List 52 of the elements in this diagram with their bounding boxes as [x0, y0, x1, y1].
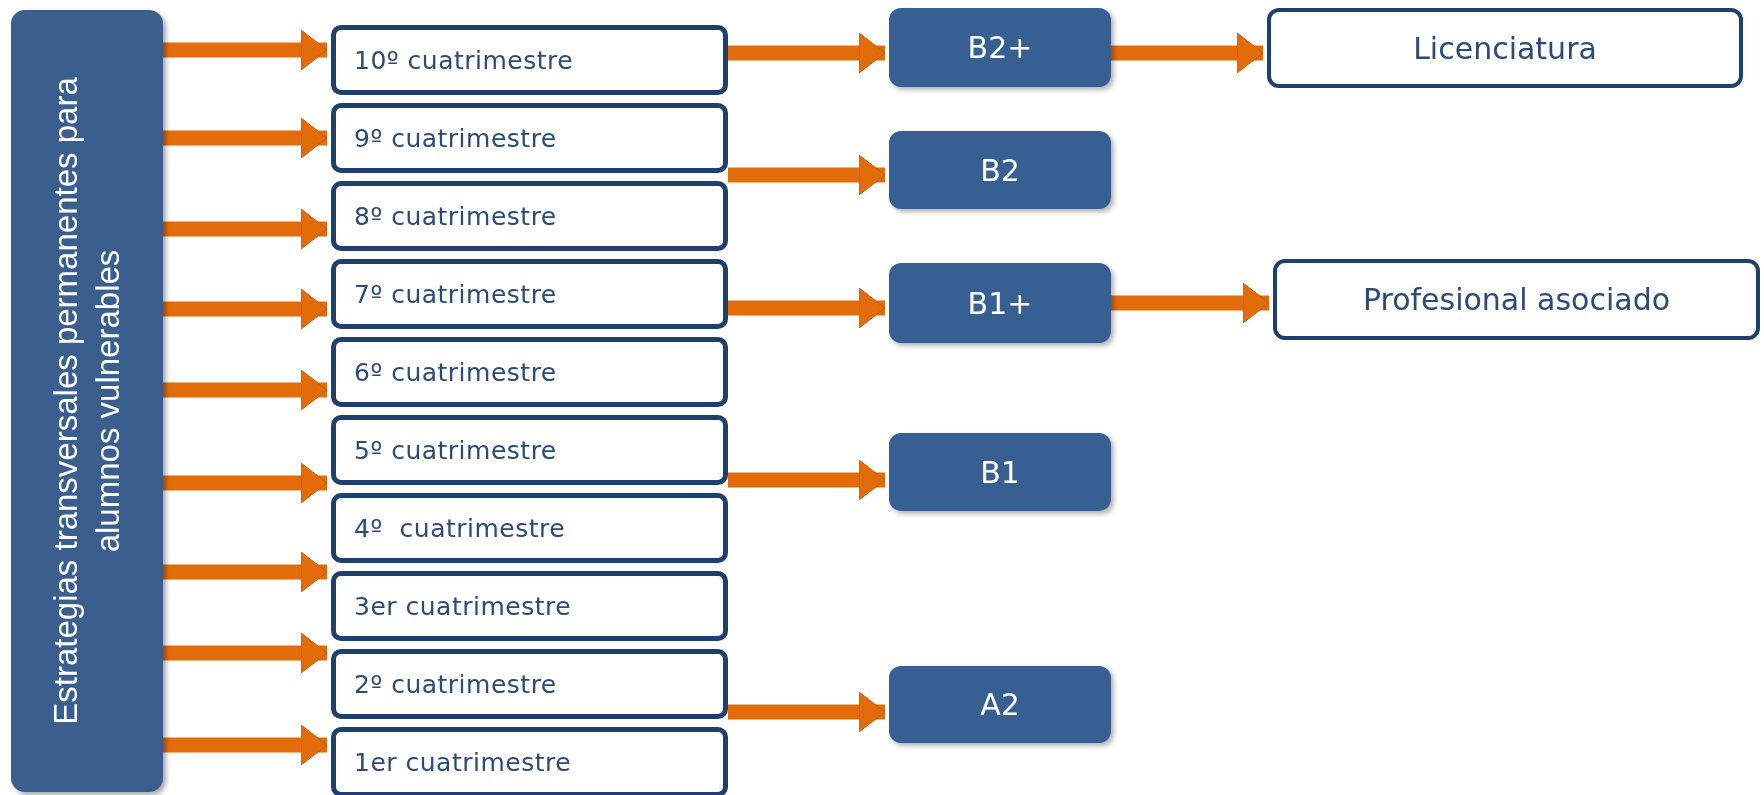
semester-box	[331, 415, 728, 485]
semester-box	[331, 727, 728, 795]
level-box	[889, 263, 1111, 343]
semester-box	[331, 649, 728, 719]
semester-box	[331, 25, 728, 95]
arrow	[728, 459, 886, 501]
arrow	[1111, 32, 1264, 74]
semester-box	[331, 571, 728, 641]
level-box	[889, 433, 1111, 511]
box-label: A2	[980, 687, 1020, 722]
box-label: 8º cuatrimestre	[354, 201, 557, 231]
box-label: B2+	[967, 30, 1033, 65]
arrow	[163, 551, 328, 593]
box-label: 1er cuatrimestre	[354, 747, 572, 777]
semester-box	[331, 103, 728, 173]
box-label: B1+	[967, 285, 1033, 321]
box-label: B1	[980, 454, 1020, 490]
arrow	[163, 208, 328, 250]
outcome-box	[1267, 8, 1743, 88]
arrow	[728, 32, 886, 74]
box-label: Licenciatura	[1413, 30, 1597, 66]
arrow	[163, 29, 328, 71]
level-box	[889, 666, 1111, 743]
box-label: 2º cuatrimestre	[354, 669, 557, 699]
arrow	[163, 117, 328, 159]
semester-box	[331, 337, 728, 407]
box-label: 4º cuatrimestre	[354, 513, 566, 543]
arrow	[163, 724, 328, 766]
box-label: 6º cuatrimestre	[354, 357, 557, 387]
level-box	[889, 8, 1111, 87]
vertical-heading: Estrategias transversales permanentes para alumnos vulnerables	[46, 76, 127, 727]
box-label: 5º cuatrimestre	[354, 435, 557, 465]
semester-box	[331, 181, 728, 251]
arrow	[728, 691, 886, 733]
arrow	[728, 154, 886, 196]
semester-box	[331, 493, 728, 563]
arrow	[163, 632, 328, 674]
box-label: Profesional asociado	[1362, 282, 1671, 317]
box-label: 3er cuatrimestre	[354, 591, 572, 621]
arrow	[163, 288, 328, 330]
box-label: 7º cuatrimestre	[354, 279, 557, 309]
box-label: 10º cuatrimestre	[354, 45, 574, 75]
box-label: 9º cuatrimestre	[354, 123, 557, 153]
arrow	[163, 369, 328, 411]
semester-box	[331, 259, 728, 329]
box-label: B2	[980, 152, 1020, 188]
arrow	[163, 462, 328, 504]
arrow	[728, 287, 886, 329]
arrow	[1111, 282, 1270, 324]
level-box	[889, 131, 1111, 209]
sidebar-band	[11, 10, 163, 792]
outcome-box	[1273, 259, 1760, 340]
